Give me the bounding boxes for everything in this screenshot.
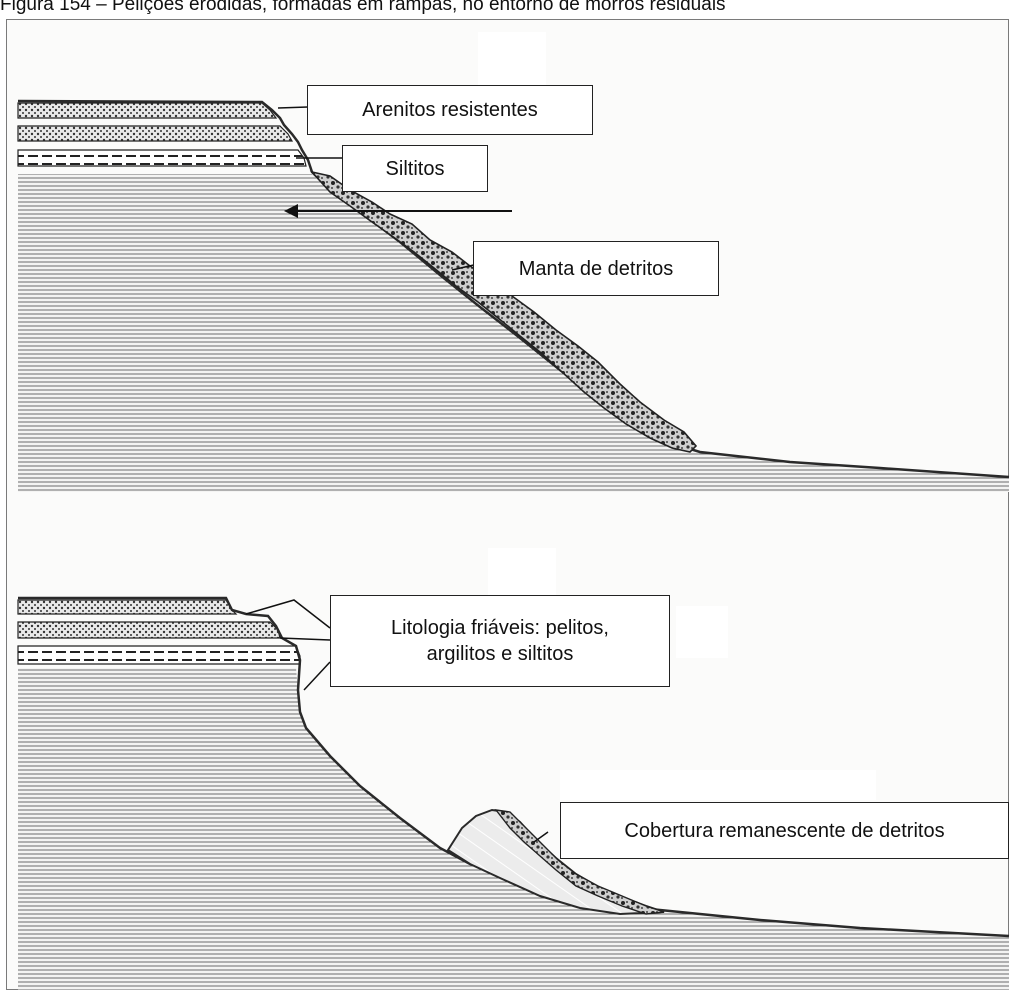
label-arenitos-text: Arenitos resistentes: [362, 99, 538, 121]
bottom-leader-lines: [245, 599, 549, 843]
top-debris-mantle: [309, 170, 698, 453]
label-siltitos-text: Siltitos: [385, 157, 445, 180]
blank-patch: [478, 32, 546, 92]
label-manta-text: Manta de detritos: [518, 257, 674, 280]
label-siltitos: Siltitos: [342, 145, 488, 192]
bottom-sandstone-layer-1: [17, 599, 238, 615]
bottom-siltstone-layer: [17, 645, 301, 665]
top-siltstone-layer: [17, 149, 307, 167]
label-cobertura-text: Cobertura remanescente de detritos: [624, 819, 945, 842]
blank-patch: [560, 770, 876, 800]
top-arrow: [284, 204, 512, 218]
top-cross-section: [17, 99, 1010, 492]
label-litologia-friaveis: Litologia friáveis: pelitos, argilitos e…: [330, 595, 670, 687]
figure-caption: Figura 154 – Pelições erodidas, formadas…: [0, 0, 726, 15]
label-manta-de-detritos: Manta de detritos: [473, 241, 719, 296]
bottom-sandstone-layer-2: [17, 621, 281, 639]
top-sandstone-layer-1: [17, 102, 278, 119]
bottom-bedrock: [18, 668, 1009, 990]
blank-patch: [676, 606, 728, 658]
label-litologia-line1: Litologia friáveis: pelitos,: [391, 617, 609, 639]
label-litologia-line2: argilitos e siltitos: [426, 643, 574, 665]
label-cobertura-remanescente: Cobertura remanescente de detritos: [560, 802, 1009, 859]
top-sandstone-layer-2: [17, 125, 294, 142]
label-arenitos-resistentes: Arenitos resistentes: [307, 85, 593, 135]
bottom-cross-section: [17, 596, 1010, 990]
bottom-debris-cap: [494, 809, 665, 915]
